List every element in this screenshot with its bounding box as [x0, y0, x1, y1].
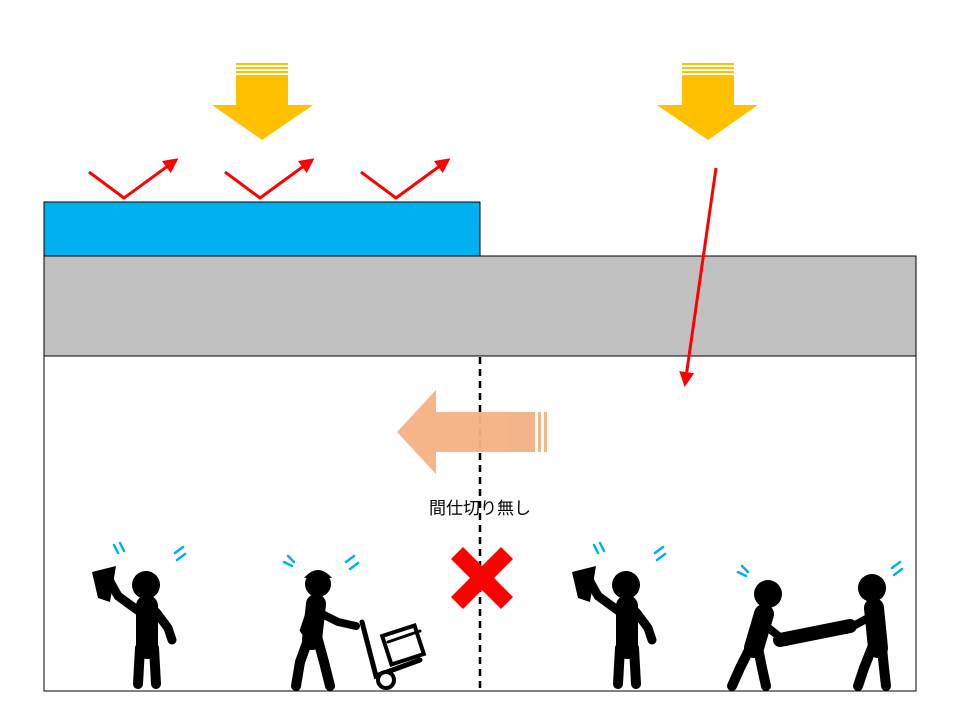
down-arrow-icon: [657, 63, 758, 140]
roof-slab: [43, 255, 917, 357]
carrying-workers-icon: [727, 560, 904, 691]
no-partition-label: 間仕切り無し: [429, 499, 531, 519]
penetrating-heat-arrow: [679, 167, 718, 387]
sweat-marks: [592, 541, 667, 562]
reflection-arrow-icon: [224, 158, 315, 200]
fanning-worker-icon: [92, 541, 187, 689]
reflection-arrow-icon: [360, 158, 451, 200]
reflection-arrow-icon: [88, 158, 179, 200]
cart-worker-icon: [282, 554, 427, 691]
insulation-layer: [43, 201, 481, 257]
fanning-worker-icon: [572, 541, 667, 689]
left-arrow-icon: [397, 390, 547, 474]
sweat-marks: [112, 541, 187, 562]
down-arrow-icon: [212, 63, 313, 140]
sweat-marks: [736, 560, 904, 578]
sweat-marks: [282, 554, 360, 571]
cross-icon: [451, 547, 513, 609]
